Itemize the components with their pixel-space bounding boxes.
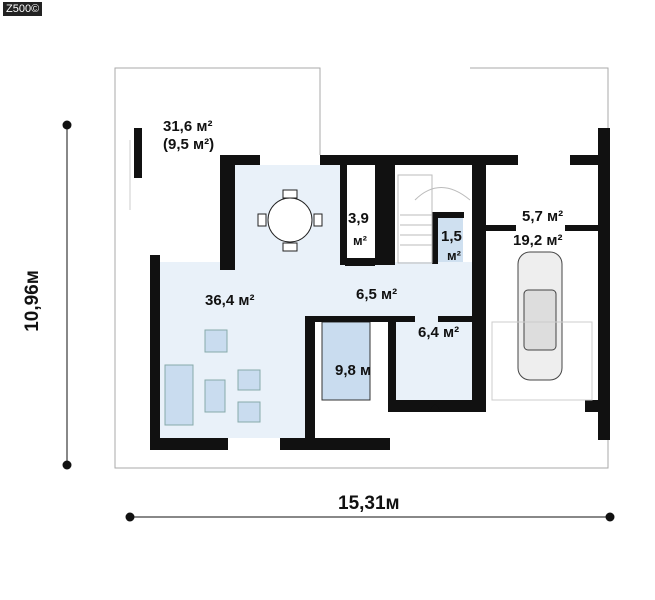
wc-fill	[437, 218, 463, 262]
dimension-dots	[62, 120, 615, 522]
kitchen-area: 9,8 м	[335, 362, 372, 379]
wc-area: 1,5	[441, 228, 462, 245]
terrace-outline	[114, 67, 609, 469]
garage-parking-outline	[491, 321, 593, 401]
hall-fill	[305, 262, 473, 317]
wc-unit: м²	[447, 248, 461, 263]
terrace-area-sub: (9,5 м²)	[163, 136, 215, 153]
staircase	[397, 174, 471, 264]
wardrobe-unit: м²	[353, 233, 367, 248]
kitchen-island	[321, 321, 371, 401]
boiler-room-area: 5,7 м²	[522, 208, 564, 225]
vestibule-area: 6,4 м²	[418, 324, 460, 341]
dimension-lines	[66, 125, 610, 518]
dining-table	[257, 189, 323, 252]
living-furniture	[164, 329, 261, 426]
garage-area: 19,2 м²	[513, 232, 563, 249]
vestibule-fill	[395, 317, 473, 400]
depth-dimension: 10,96м	[21, 270, 43, 332]
walls	[134, 128, 610, 450]
hall-area: 6,5 м²	[356, 286, 398, 303]
room-fills	[160, 165, 473, 438]
logo: Z500©	[3, 2, 43, 16]
terrace-area: 31,6 м²	[163, 118, 213, 135]
living-room-area: 36,4 м²	[205, 292, 255, 309]
width-dimension: 15,31м	[338, 493, 400, 514]
wardrobe-area: 3,9	[348, 210, 369, 227]
car	[517, 251, 563, 381]
entrance-arrow-icon	[428, 404, 442, 412]
